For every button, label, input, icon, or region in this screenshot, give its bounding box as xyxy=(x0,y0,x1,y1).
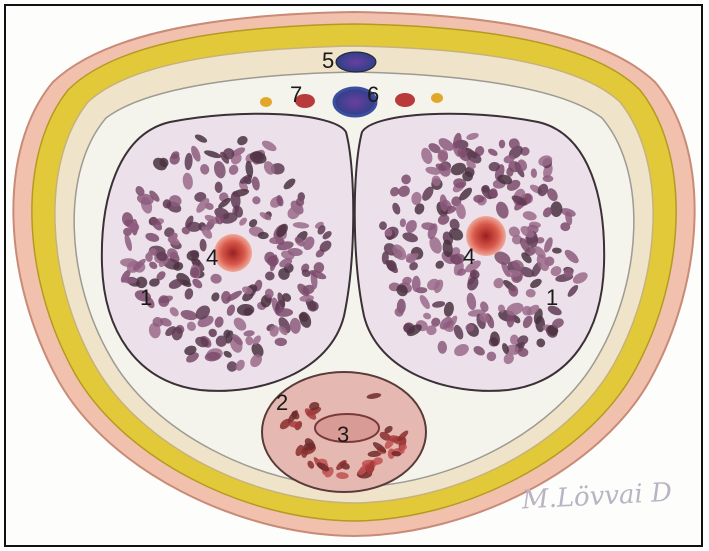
sinus-space xyxy=(499,140,505,149)
label-7: 7 xyxy=(290,82,302,107)
label-1-right: 1 xyxy=(546,285,558,310)
dorsal-nerve-left xyxy=(260,97,272,107)
label-3: 3 xyxy=(337,422,349,447)
deep-artery-left xyxy=(214,234,252,272)
label-1-left: 1 xyxy=(140,285,152,310)
dorsal-artery-right xyxy=(395,93,415,107)
superficial-dorsal-vein xyxy=(336,52,376,72)
label-2: 2 xyxy=(276,390,288,415)
label-4-right: 4 xyxy=(463,244,475,269)
dorsal-nerve-right xyxy=(431,93,443,103)
label-6: 6 xyxy=(367,82,379,107)
label-5: 5 xyxy=(322,48,334,73)
label-4-left: 4 xyxy=(206,245,218,270)
sinus-space xyxy=(158,295,169,307)
sinus-space xyxy=(510,335,519,345)
